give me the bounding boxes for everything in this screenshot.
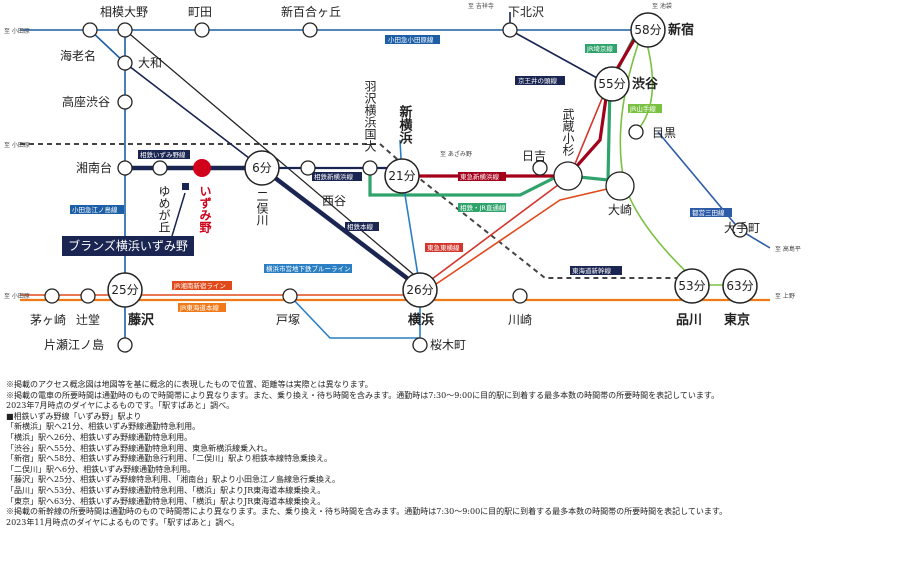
- svg-text:相模大野: 相模大野: [100, 5, 148, 19]
- svg-text:桜木町: 桜木町: [430, 338, 466, 352]
- route-map: 小田急小田原線 京王井の頭線 JR埼京線 JR山手線 相鉄いずみ野線 相鉄新横浜…: [4, 2, 801, 353]
- svg-text:茅ヶ崎: 茅ヶ崎: [30, 313, 66, 327]
- note-line: 「二俣川」駅へ6分、相鉄いずみ野線通勤特急利用。: [6, 464, 196, 474]
- note-line: ※掲載の新幹線の所要時間は通勤時のもので時間帯により異なります。また、乗り換え・…: [6, 507, 728, 517]
- svg-text:都営三田線: 都営三田線: [692, 208, 725, 217]
- svg-text:ブランズ横浜いずみ野: ブランズ横浜いずみ野: [68, 238, 188, 253]
- svg-text:58分: 58分: [634, 23, 661, 37]
- note-line: 「東京」駅へ63分、相鉄いずみ野線通勤特急利用、「横浜」駅よりJR東海道本線乗換…: [6, 496, 326, 506]
- svg-text:55分: 55分: [598, 77, 625, 91]
- svg-text:63分: 63分: [726, 279, 753, 293]
- svg-text:新横浜: 新横浜: [397, 104, 413, 145]
- svg-text:大崎: 大崎: [608, 203, 632, 217]
- svg-text:川崎: 川崎: [508, 313, 532, 327]
- station-labels: 相模大野 町田 新百合ヶ丘 下北沢 海老名 大和 高座渋谷 湘南台 西谷 日吉 …: [30, 4, 760, 352]
- note-line: 「新横浜」駅へ21分、相鉄いずみ野線通勤特急利用。: [6, 422, 201, 432]
- svg-text:大手町: 大手町: [724, 221, 760, 235]
- svg-text:至 上野: 至 上野: [775, 292, 795, 300]
- sotetsu-main-west: [124, 62, 263, 169]
- svg-text:東京: 東京: [724, 312, 750, 328]
- svg-text:渋谷: 渋谷: [632, 76, 659, 92]
- tokyu-toyoko-line: [419, 83, 609, 289]
- small-stations: [44, 22, 748, 353]
- svg-text:東海道新幹線: 東海道新幹線: [572, 266, 612, 275]
- svg-text:53分: 53分: [678, 279, 705, 293]
- note-line: 2023年11月時点のダイヤによるものです。「駅すぱあと」調べ。: [6, 517, 240, 527]
- property-label: ブランズ横浜いずみ野: [62, 192, 194, 256]
- svg-text:高座渋谷: 高座渋谷: [62, 94, 110, 109]
- svg-text:片瀬江ノ島: 片瀬江ノ島: [44, 337, 104, 352]
- svg-text:新百合ヶ丘: 新百合ヶ丘: [281, 4, 341, 19]
- svg-text:JR東海道本線: JR東海道本線: [179, 303, 219, 312]
- note-line: 「品川」駅へ53分、相鉄いずみ野線通勤特急利用、「横浜」駅よりJR東海道本線乗換…: [6, 485, 326, 495]
- svg-text:ゆめが丘: ゆめが丘: [157, 185, 171, 233]
- line-labels: 小田急小田原線 京王井の頭線 JR埼京線 JR山手線 相鉄いずみ野線 相鉄新横浜…: [70, 35, 732, 312]
- svg-text:新宿: 新宿: [668, 22, 694, 38]
- note-line: 「渋谷」駅へ55分、相鉄いずみ野線通勤特急利用、東急新横浜線乗入れ。: [6, 443, 273, 453]
- svg-text:武蔵小杉: 武蔵小杉: [561, 108, 575, 157]
- time-stations: 58分 55分 6分 21分 25分 26分 53分 63分: [107, 12, 758, 308]
- svg-text:JR山手線: JR山手線: [629, 104, 656, 113]
- svg-text:相鉄・JR直通線: 相鉄・JR直通線: [460, 203, 506, 212]
- svg-text:横浜市営地下鉄ブルーライン: 横浜市営地下鉄ブルーライン: [266, 264, 351, 273]
- svg-text:至 池袋: 至 池袋: [652, 2, 672, 10]
- note-line: ※掲載のアクセス概念図は地図等を基に概念的に表現したもので位置、距離等は実際とは…: [6, 380, 373, 389]
- vertical-station-labels: ゆめが丘 いずみ野 二俣川 羽沢横浜国大 新横浜 武蔵小杉: [157, 80, 575, 234]
- note-line: 2023年7月時点のダイヤによるものです。「駅すぱあと」調べ。: [6, 401, 235, 411]
- property-marker: [182, 183, 189, 190]
- svg-text:目黒: 目黒: [652, 126, 676, 140]
- svg-text:東急新横浜線: 東急新横浜線: [460, 172, 500, 181]
- svg-text:東急東横線: 東急東横線: [427, 243, 460, 252]
- svg-text:日吉: 日吉: [522, 149, 546, 163]
- svg-text:辻堂: 辻堂: [76, 313, 100, 327]
- sotetsu-main-line: [260, 166, 422, 290]
- svg-text:相鉄新横浜線: 相鉄新横浜線: [314, 172, 354, 181]
- svg-text:至 高島平: 至 高島平: [775, 245, 801, 253]
- svg-text:26分: 26分: [406, 283, 433, 297]
- svg-text:大和: 大和: [138, 56, 162, 70]
- svg-text:至 あざみ野: 至 あざみ野: [440, 150, 472, 158]
- svg-text:小田急江ノ島線: 小田急江ノ島線: [72, 205, 118, 214]
- svg-text:至 吉祥寺: 至 吉祥寺: [468, 2, 494, 10]
- svg-text:21分: 21分: [388, 169, 415, 183]
- svg-text:25分: 25分: [111, 283, 138, 297]
- izumino-marker: [193, 159, 211, 177]
- svg-text:京王井の頭線: 京王井の頭線: [518, 76, 558, 85]
- svg-text:町田: 町田: [188, 5, 212, 19]
- svg-text:海老名: 海老名: [60, 48, 96, 63]
- svg-text:JR湘南新宿ライン: JR湘南新宿ライン: [173, 281, 226, 290]
- svg-text:小田急小田原線: 小田急小田原線: [388, 35, 434, 44]
- svg-text:至 小田原: 至 小田原: [4, 141, 30, 149]
- svg-text:いずみ野: いずみ野: [198, 185, 212, 234]
- jr-shonan-line: [20, 185, 621, 296]
- svg-text:二俣川: 二俣川: [255, 190, 269, 226]
- odakyu-odawara-line: [20, 29, 640, 64]
- note-line: ■相鉄いずみ野線「いずみ野」駅より: [6, 411, 142, 421]
- note-line: 「藤沢」駅へ25分、相鉄いずみ野線特急利用、「湘南台」駅より小田急江ノ島線急行乗…: [6, 475, 341, 485]
- note-line: 「新宿」駅へ58分、相鉄いずみ野線通勤急行利用、「二俣川」駅より相鉄本線特急乗換…: [6, 454, 333, 464]
- notes: ※掲載のアクセス概念図は地図等を基に概念的に表現したもので位置、距離等は実際とは…: [6, 380, 896, 528]
- svg-text:湘南台: 湘南台: [76, 160, 112, 175]
- svg-text:下北沢: 下北沢: [508, 5, 544, 19]
- svg-text:横浜: 横浜: [408, 312, 434, 328]
- svg-text:相鉄いずみ野線: 相鉄いずみ野線: [140, 150, 186, 159]
- svg-text:6分: 6分: [252, 161, 272, 175]
- edge-labels: 至 小田原 至 小田原 至 小田原 至 池袋 至 吉祥寺 至 あざみ野 至 高島…: [4, 2, 801, 300]
- svg-text:西谷: 西谷: [322, 194, 346, 208]
- svg-text:羽沢横浜国大: 羽沢横浜国大: [363, 80, 377, 152]
- svg-text:至 小田原: 至 小田原: [4, 292, 30, 300]
- svg-text:品川: 品川: [676, 313, 702, 328]
- svg-text:藤沢: 藤沢: [128, 312, 155, 328]
- svg-text:至 小田原: 至 小田原: [4, 27, 30, 35]
- note-line: ※掲載の電車の所要時間は通勤時のもので時間帯により異なります。また、乗り換え・待…: [6, 390, 720, 400]
- svg-text:戸塚: 戸塚: [276, 313, 300, 327]
- note-line: 「横浜」駅へ26分、相鉄いずみ野線通勤特急利用。: [6, 432, 193, 442]
- svg-text:相鉄本線: 相鉄本線: [347, 222, 374, 231]
- svg-text:JR埼京線: JR埼京線: [586, 44, 613, 53]
